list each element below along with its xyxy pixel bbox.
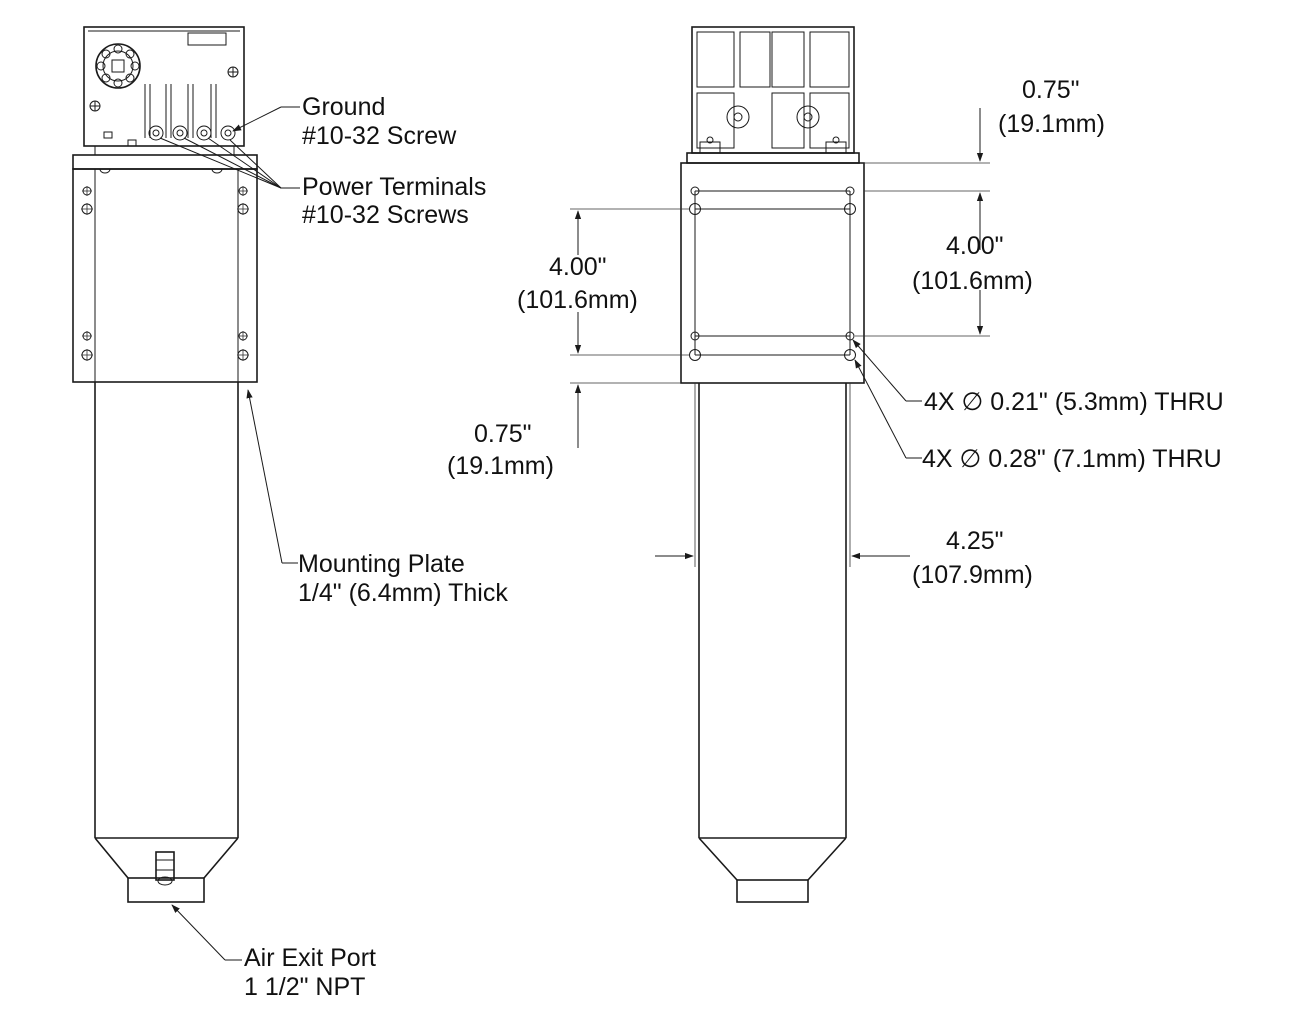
air-exit-label-line2: 1 1/2" NPT [244, 973, 365, 1001]
flange-front [686, 152, 860, 164]
small-holes-label: 4X ∅ 0.21" (5.3mm) THRU [924, 388, 1224, 416]
mounting-plate-label-line2: 1/4" (6.4mm) Thick [298, 579, 508, 607]
mounting-plate-side [72, 168, 258, 383]
left-spacing-imperial: 4.00" [549, 253, 607, 281]
power-terminals-label-line1: Power Terminals [302, 173, 486, 201]
front-view-dimensions [570, 108, 990, 567]
bottom-offset-imperial: 0.75" [474, 420, 532, 448]
top-offset-metric: (19.1mm) [998, 110, 1105, 138]
heater-body-front [698, 383, 847, 903]
terminal-block [95, 43, 141, 89]
width-metric: (107.9mm) [912, 561, 1033, 589]
right-spacing-metric: (101.6mm) [912, 267, 1033, 295]
front-view [680, 26, 865, 903]
junction-box [83, 26, 245, 147]
ground-label-line1: Ground [302, 93, 385, 121]
power-terminal-screws [148, 125, 212, 141]
left-spacing-metric: (101.6mm) [517, 286, 638, 314]
heater-body-side [94, 382, 239, 903]
large-holes-label: 4X ∅ 0.28" (7.1mm) THRU [922, 445, 1222, 473]
air-exit-label-line1: Air Exit Port [244, 944, 376, 972]
width-imperial: 4.25" [946, 527, 1004, 555]
side-view-callouts [159, 106, 300, 961]
top-offset-imperial: 0.75" [1022, 76, 1080, 104]
mounting-plate-label-line1: Mounting Plate [298, 550, 465, 578]
junction-box-front [691, 26, 855, 154]
ground-screw [220, 125, 236, 141]
right-spacing-imperial: 4.00" [946, 232, 1004, 260]
bottom-offset-metric: (19.1mm) [447, 452, 554, 480]
power-terminals-label-line2: #10-32 Screws [302, 201, 469, 229]
mounting-plate-front [680, 162, 865, 384]
side-view [72, 26, 258, 903]
ground-label-line2: #10-32 Screw [302, 122, 457, 150]
air-exit-fitting [155, 851, 175, 886]
